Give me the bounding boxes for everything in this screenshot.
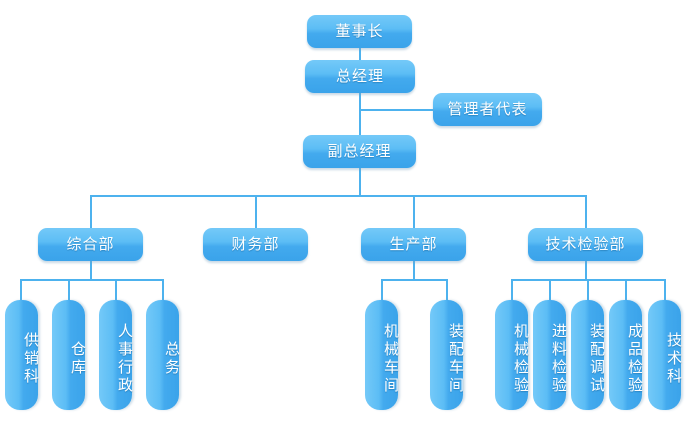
connector-subbus-machining-workshop — [381, 279, 383, 301]
node-unit-machining-workshop[interactable]: 机械车间 — [365, 300, 400, 410]
node-unit-technical-section[interactable]: 技术科 — [648, 300, 683, 410]
connector-subbus-incoming-inspection — [549, 279, 551, 301]
connector-subbus-technical-section — [664, 279, 666, 301]
node-unit-supply-sales[interactable]: 供销科 — [5, 300, 40, 410]
node-general-manager[interactable]: 总经理 — [305, 60, 415, 93]
connector-production-subbus — [413, 261, 415, 280]
connector-subbus-supply-sales — [20, 279, 22, 301]
production-subbus — [381, 279, 447, 281]
general-affairs-subbus — [20, 279, 163, 281]
node-unit-incoming-inspection[interactable]: 进料检验 — [533, 300, 568, 410]
connector-bus-technical-inspection — [585, 195, 587, 229]
connector-subbus-finished-inspection — [625, 279, 627, 301]
node-unit-general-office[interactable]: 总务 — [146, 300, 181, 410]
node-department-production[interactable]: 生产部 — [361, 228, 466, 261]
department-bus — [90, 195, 586, 197]
connector-subbus-general-office — [162, 279, 164, 301]
connector-bus-finance — [255, 195, 257, 229]
node-management-representative[interactable]: 管理者代表 — [433, 93, 542, 126]
connector-subbus-hr-admin — [115, 279, 117, 301]
connector-technical-inspection-subbus — [585, 261, 587, 280]
connector-gm-mgmt-rep — [359, 109, 434, 111]
connector-bus-general-affairs — [90, 195, 92, 229]
connector-chairman-gm — [359, 48, 361, 61]
node-chairman[interactable]: 董事长 — [307, 15, 412, 48]
connector-subbus-assembly-workshop — [446, 279, 448, 301]
node-unit-assembly-debug[interactable]: 装配调试 — [571, 300, 606, 410]
node-unit-warehouse[interactable]: 仓库 — [52, 300, 87, 410]
connector-bus-production — [413, 195, 415, 229]
node-unit-assembly-workshop[interactable]: 装配车间 — [430, 300, 465, 410]
connector-general-affairs-subbus — [90, 261, 92, 280]
node-department-finance[interactable]: 财务部 — [203, 228, 308, 261]
node-department-technical-inspection[interactable]: 技术检验部 — [528, 228, 643, 261]
node-unit-hr-admin[interactable]: 人事行政 — [99, 300, 134, 410]
node-unit-machining-inspection[interactable]: 机械检验 — [495, 300, 530, 410]
connector-subbus-assembly-debug — [587, 279, 589, 301]
node-unit-finished-inspection[interactable]: 成品检验 — [609, 300, 644, 410]
connector-subbus-machining-inspection — [511, 279, 513, 301]
connector-subbus-warehouse — [68, 279, 70, 301]
node-department-general-affairs[interactable]: 综合部 — [38, 228, 143, 261]
connector-gm-deputy — [359, 93, 361, 136]
node-deputy-general-manager[interactable]: 副总经理 — [303, 135, 416, 168]
connector-deputy-bus — [359, 168, 361, 196]
